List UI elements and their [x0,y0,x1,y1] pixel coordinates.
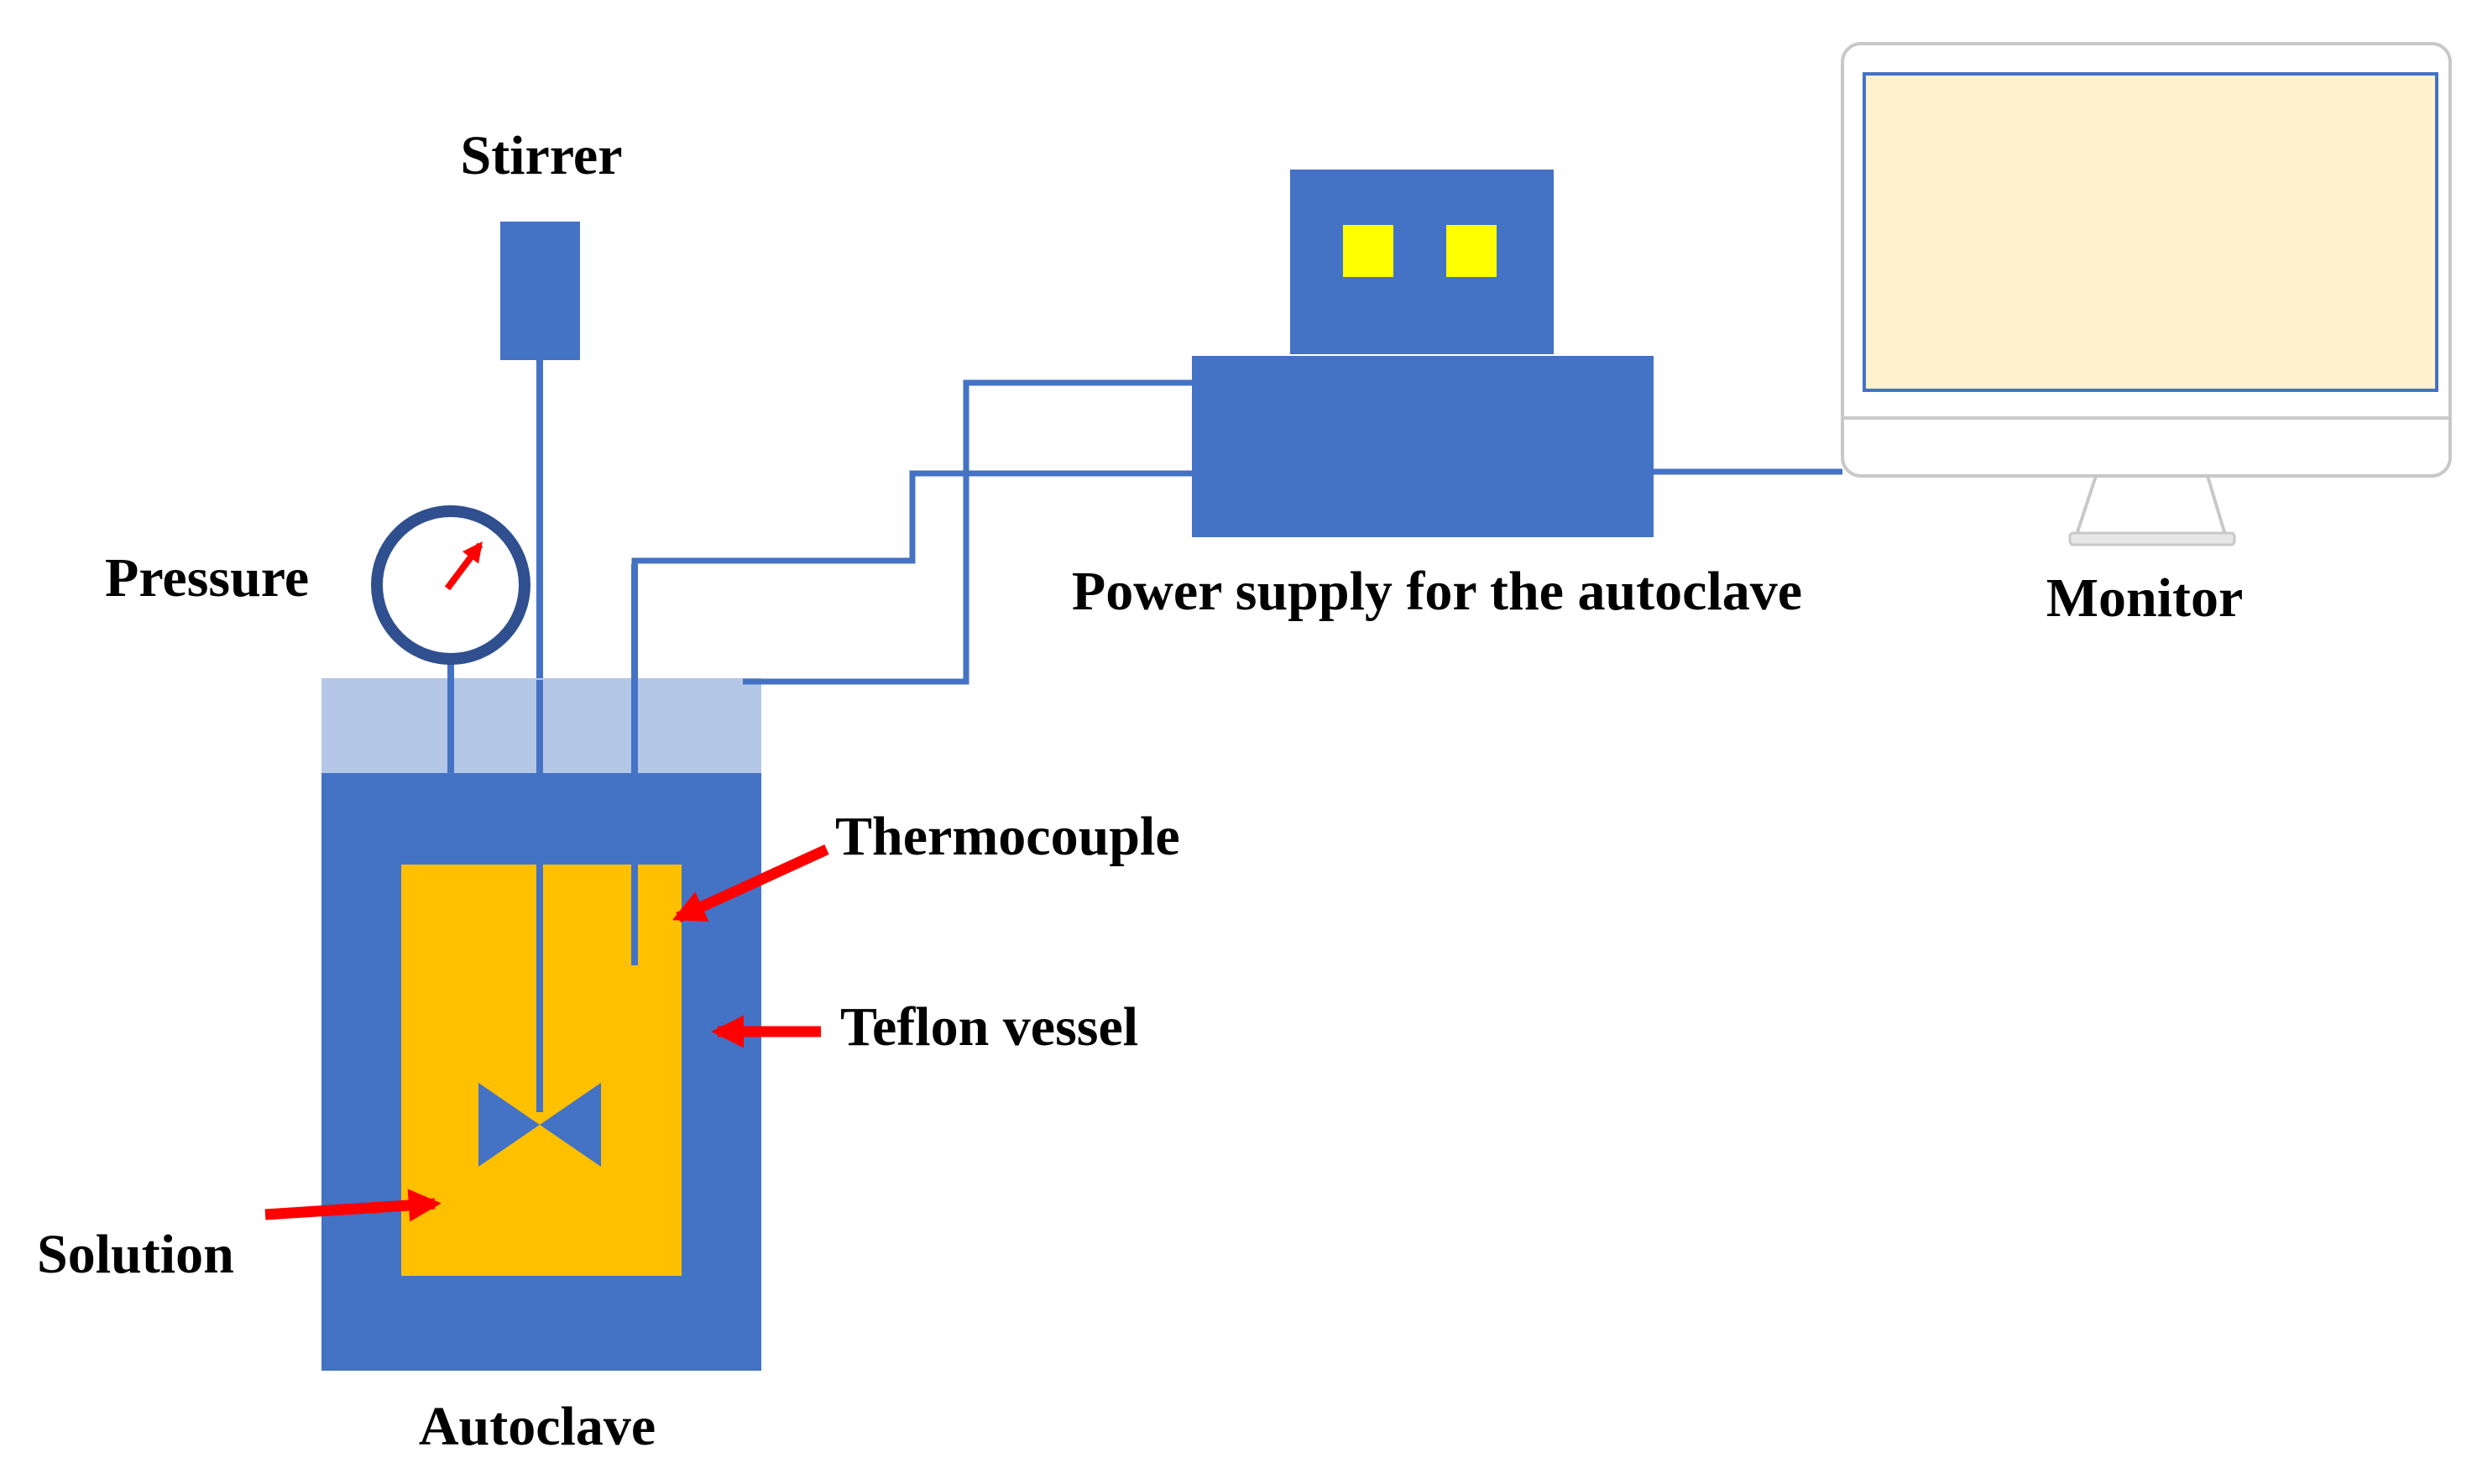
autoclave [321,564,761,1371]
gauge-needle-icon [444,541,483,591]
monitor-label: Monitor [2046,567,2244,629]
power-supply [1192,170,1654,537]
autoclave-label: Autoclave [419,1396,656,1457]
pressure-gauge [371,505,530,665]
indicator-light-right [1446,225,1497,277]
autoclave-power-cable [743,379,1192,685]
thermocouple-label: Thermocouple [835,806,1180,867]
solution-arrow-icon [264,1189,442,1222]
stirrer-motor [500,222,580,360]
impeller-icon [478,1083,601,1167]
callout-arrows [264,844,829,1222]
stirrer [500,222,580,680]
stirrer-label: Stirrer [460,125,622,186]
monitor-neck [2074,474,2228,536]
power-supply-top-unit [1290,170,1554,354]
power-supply-label: Power supply for the autoclave [1072,561,1802,622]
thermocouple-arrow-icon [672,844,829,922]
teflon-vessel-label: Teflon vessel [840,996,1138,1058]
monitor [1841,42,2452,546]
monitor-screen [1863,72,2438,392]
power-supply-base-unit [1192,356,1654,537]
thermocouple-cable [631,470,1192,564]
pressure-label: Pressure [105,547,309,609]
indicator-light-left [1343,225,1393,277]
cables [631,379,1842,685]
monitor-foot [2068,531,2236,546]
solution-label: Solution [37,1224,234,1285]
